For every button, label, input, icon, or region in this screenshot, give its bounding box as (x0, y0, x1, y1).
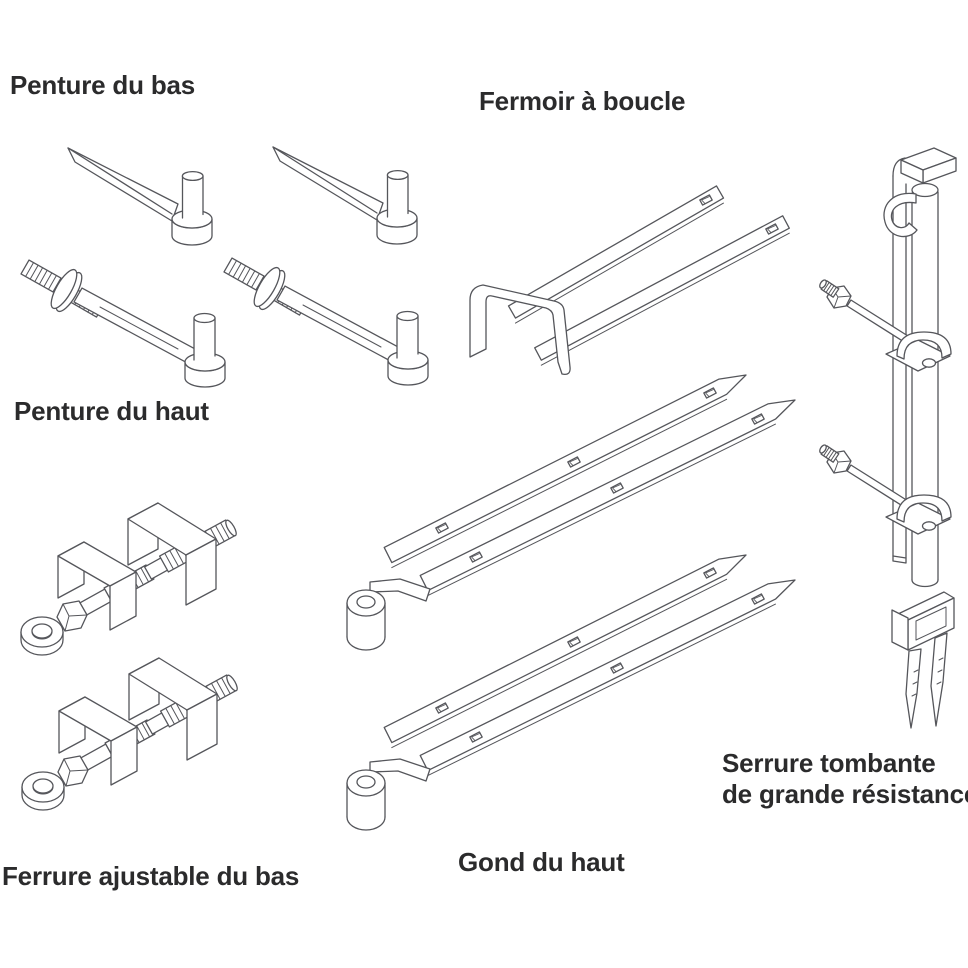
label-serrure-line1: Serrure tombante (722, 748, 936, 778)
label-fermoir-a-boucle: Fermoir à boucle (479, 86, 686, 116)
label-penture-du-bas: Penture du bas (10, 70, 196, 100)
label-serrure-line2: de grande résistance (722, 779, 968, 809)
ground-catch (891, 591, 955, 729)
penture-du-bas-drawing-1 (67, 147, 213, 246)
fermoir-a-boucle-drawing (469, 185, 790, 375)
latch-handle (883, 192, 918, 238)
label-ferrure-ajustable: Ferrure ajustable du bas (2, 861, 300, 891)
penture-du-bas-drawing-2 (272, 146, 418, 245)
penture-du-haut-drawing-2 (223, 257, 429, 386)
ferrure-ajustable-drawing-1 (20, 502, 239, 656)
ferrure-ajustable-drawing-2 (21, 657, 240, 811)
label-penture-du-haut: Penture du haut (14, 396, 209, 426)
serrure-tombante-drawing (819, 147, 957, 729)
latch-bolt-1 (819, 279, 917, 348)
latch-guide-bracket-2 (885, 494, 952, 535)
latch-guide-bracket-1 (885, 331, 952, 372)
label-serrure-tombante: Serrure tombante de grande résistance (722, 748, 968, 810)
label-gond-du-haut: Gond du haut (458, 847, 625, 877)
penture-du-haut-drawing-1 (20, 259, 226, 388)
latch-bolt-2 (819, 444, 917, 513)
